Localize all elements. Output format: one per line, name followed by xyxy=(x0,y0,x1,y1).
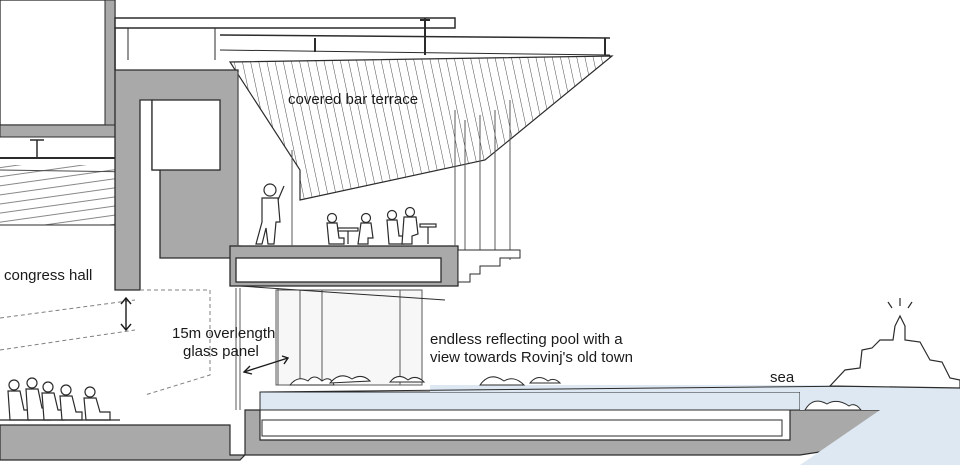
seated-person-icon xyxy=(357,212,374,245)
concrete-frame xyxy=(114,69,459,291)
seated-person-icon xyxy=(386,209,405,245)
steel-beam-left xyxy=(30,139,44,159)
label-glass-panel-line1: 15m overlength xyxy=(172,325,276,342)
terrace-glazing xyxy=(237,72,511,260)
glass-panel xyxy=(235,285,446,410)
terrace-people xyxy=(255,183,437,245)
label-glass-panel-line2: glass panel xyxy=(183,343,259,360)
roof-structure xyxy=(114,17,611,70)
old-town-skyline xyxy=(828,298,960,389)
vertical-movement-arrow xyxy=(120,296,132,332)
standing-person-icon xyxy=(255,183,285,245)
seated-person-icon xyxy=(401,206,419,245)
shrubs xyxy=(288,375,863,411)
glass-panel-leader-arrow xyxy=(242,355,290,375)
label-sea: sea xyxy=(770,369,795,386)
retractable-panel-dashed xyxy=(0,289,211,396)
seated-person-icon xyxy=(326,212,345,245)
canopy-slats xyxy=(228,55,614,201)
seated-person-icon xyxy=(83,386,111,421)
label-covered-bar-terrace: covered bar terrace xyxy=(288,91,419,108)
label-pool-line2: view towards Rovinj's old town xyxy=(430,349,633,366)
upper-building-slab xyxy=(0,0,116,138)
terrace-steps xyxy=(457,249,521,283)
seated-person-icon xyxy=(59,384,83,421)
reflecting-pool xyxy=(259,391,801,411)
ground-slab xyxy=(0,409,881,461)
label-congress-hall: congress hall xyxy=(4,267,93,284)
label-pool-line1: endless reflecting pool with a xyxy=(430,331,623,348)
congress-hall-audience xyxy=(0,377,120,421)
